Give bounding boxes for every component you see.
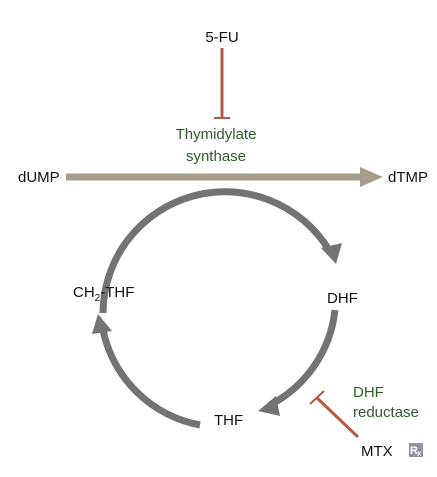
cycle-arc-left [99, 329, 201, 429]
mtx-label: MTX [361, 443, 393, 460]
dhf-label: DHF [327, 290, 358, 307]
dhf-reductase-label-line1: DHF [353, 384, 384, 401]
rx-badge-subscript: x [417, 449, 422, 458]
dump-label: dUMP [18, 169, 60, 186]
dtmp-label: dTMP [388, 169, 428, 186]
thymidylate-synthase-label-line1: Thymidylate [176, 126, 257, 143]
rx-badge: R x [409, 443, 423, 458]
mtx-inhibition-line [315, 396, 360, 439]
cycle-arrowhead-ch2thf [92, 314, 112, 334]
ch2-thf-suffix: -THF [100, 284, 134, 301]
mtx-inhibition-bar [309, 390, 325, 405]
thf-label: THF [214, 412, 243, 429]
ch2-thf-label: CH2-THF [73, 284, 134, 304]
cycle-arrowhead-dhf [321, 243, 342, 264]
ch2-thf-prefix: CH [73, 284, 95, 301]
rx-badge-letter: R [410, 445, 418, 457]
cycle-arrowhead-thf [258, 396, 280, 416]
ch2-thf-subscript: 2 [95, 293, 101, 304]
dump-to-dtmp-arrowhead [360, 167, 383, 187]
dhf-reductase-label-line2: reductase [353, 404, 419, 421]
thymidylate-synthase-label-line2: synthase [186, 148, 246, 165]
cycle-arc-right [268, 309, 339, 409]
cycle-arc-top [99, 188, 332, 314]
rx-badge-box [409, 443, 423, 457]
5fu-label: 5-FU [205, 29, 238, 46]
